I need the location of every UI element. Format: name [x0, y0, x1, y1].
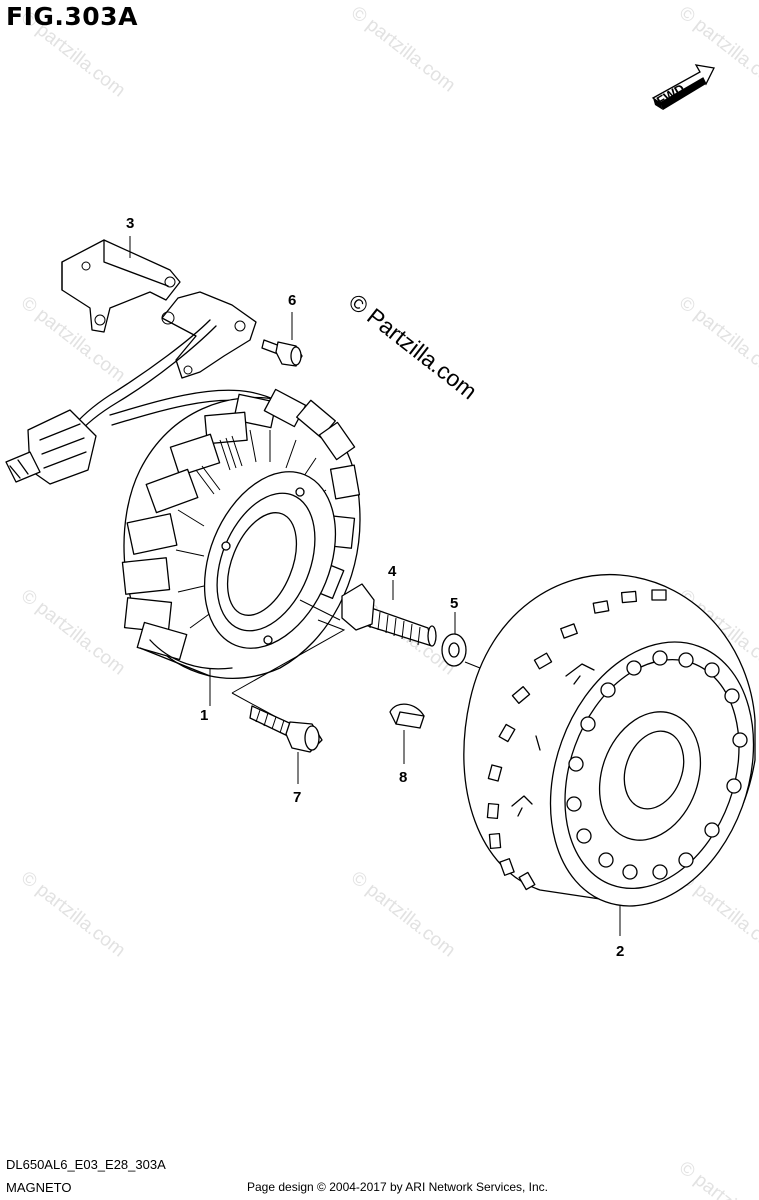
watermark-2: © partzilla.com: [347, 2, 459, 96]
rotor-magnet-slots: [486, 589, 667, 891]
watermark-10: © partzilla.com: [347, 867, 459, 961]
bolt-part-4: [341, 583, 437, 647]
bolt-part-6: [261, 339, 303, 367]
washer-part-5: [441, 633, 467, 667]
watermark-9: © partzilla.com: [17, 867, 129, 961]
stator-part-1: [121, 388, 361, 679]
diagram-name: MAGNETO: [6, 1180, 72, 1195]
callout-4: 4: [388, 563, 397, 580]
rotor-part-2: [463, 573, 756, 907]
assembly-lines: [129, 236, 621, 936]
bolt-part-7: [249, 705, 323, 753]
callout-7: 7: [293, 789, 301, 806]
callout-2: 2: [616, 943, 624, 960]
callout-3: 3: [126, 215, 134, 232]
wire-harness: [5, 291, 293, 485]
figure-title: FIG.303A: [6, 2, 138, 31]
watermark-6: © partzilla.com: [17, 585, 129, 679]
watermark-5: © partzilla.com: [675, 292, 759, 386]
callout-8: 8: [399, 769, 407, 786]
callout-6: 6: [288, 292, 296, 309]
watermark-12: © partzilla.com: [675, 1157, 759, 1200]
page-credit: Page design © 2004-2017 by ARI Network S…: [247, 1180, 549, 1194]
diagram-code: DL650AL6_E03_E28_303A: [6, 1157, 166, 1172]
callout-1: 1: [200, 707, 208, 724]
rotor-face-holes: [566, 650, 748, 880]
fwd-arrow-icon: FWD: [651, 64, 715, 110]
key-part-8: [389, 703, 425, 729]
watermark-central: © Partzilla.com: [344, 288, 482, 404]
bracket-part-3: [61, 239, 181, 333]
callout-5: 5: [450, 595, 458, 612]
